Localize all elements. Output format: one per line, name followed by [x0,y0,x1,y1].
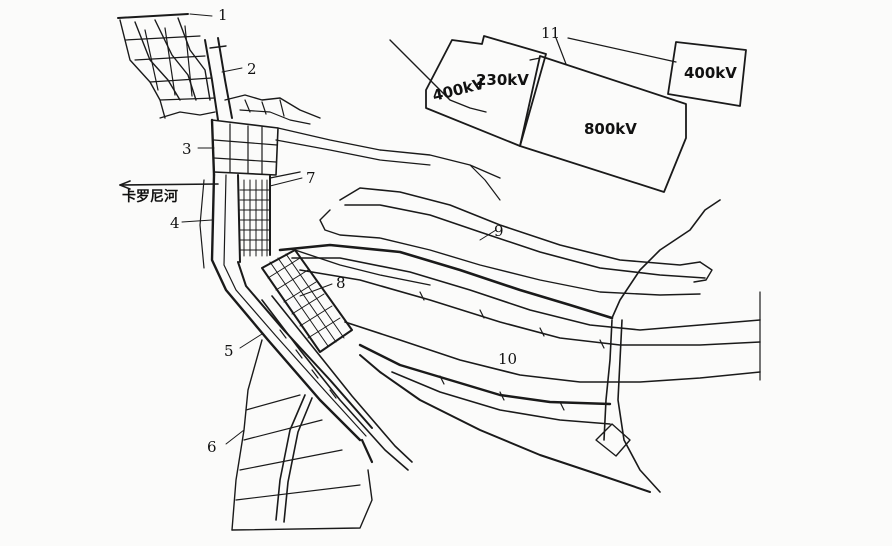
river-label: 卡罗尼河 [122,188,178,205]
switchyard-label-400kv-left: 400kV [431,75,487,105]
callout-2: 2 [247,60,257,78]
callout-11: 11 [541,24,560,42]
callout-6: 6 [207,438,217,456]
river-flow-arrow [119,180,219,190]
callout-10: 10 [498,350,517,368]
intake-dam-structure [117,13,321,125]
callout-5: 5 [224,342,234,360]
callout-7: 7 [306,169,316,187]
callout-4: 4 [170,214,180,232]
switchyards [389,35,747,193]
spillway-block [210,118,501,179]
callout-8: 8 [336,274,346,292]
switchyard-label-800kv: 800kV [584,120,637,138]
leader-lines [181,13,497,445]
powerhouse-7 [237,171,301,263]
callout-1: 1 [218,6,228,24]
powerhouse-8 [261,249,431,353]
main-dam [199,173,413,471]
switchyard-label-230kv: 230kV [476,71,529,89]
switchyard-label-400kv-right: 400kV [684,64,737,82]
callout-9: 9 [494,222,504,240]
access-roads [469,164,721,493]
left-bank-structure [231,339,373,531]
river-channels [278,187,761,493]
callout-3: 3 [182,140,192,158]
